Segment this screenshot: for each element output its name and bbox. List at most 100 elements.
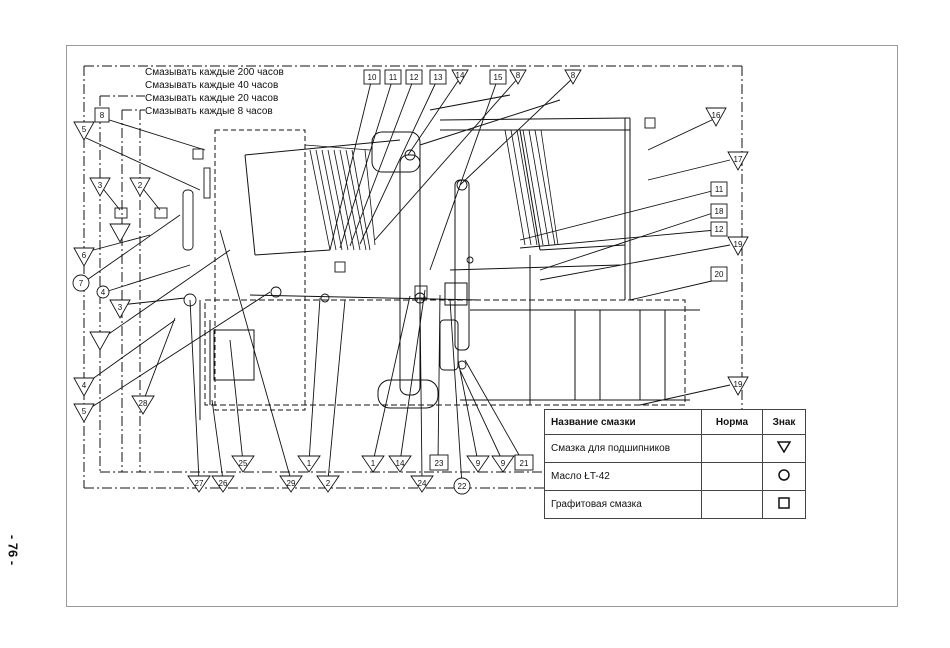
- callout-box: [710, 266, 728, 282]
- callout-label: 24: [418, 479, 427, 488]
- callout-label: 5: [82, 407, 87, 416]
- header-norm: Норма: [701, 409, 763, 435]
- callout-triangle: [73, 403, 95, 423]
- callout-triangle: [466, 455, 490, 473]
- table-row: Графитовая смазка: [544, 490, 806, 519]
- callout-triangle: [129, 177, 151, 197]
- callout-labels: 8 5 3 2 6 7 4 3 4 5 28 10 11 12 13 14 15…: [79, 71, 743, 491]
- callout-triangle: [316, 475, 340, 493]
- callout-label: 19: [734, 240, 743, 249]
- callout-label: 9: [476, 459, 481, 468]
- lubricant-norm: [701, 434, 763, 463]
- callout-triangle: [727, 376, 749, 396]
- interval-200h-label: Смазывать каждые 200 часов: [145, 67, 284, 78]
- sign-cell: [762, 490, 806, 519]
- interval-8h-label: Смазывать каждые 8 часов: [145, 106, 273, 117]
- callouts-left: [72, 107, 155, 423]
- callout-label: 11: [389, 73, 398, 82]
- callout-label: 9: [501, 459, 506, 468]
- lubricant-name: Графитовая смазка: [544, 490, 702, 519]
- callout-label: 21: [520, 459, 529, 468]
- callout-label: 14: [456, 71, 465, 80]
- callout-label: 18: [715, 207, 724, 216]
- callout-label: 16: [712, 111, 721, 120]
- callout-label: 13: [434, 73, 443, 82]
- callout-label: 17: [734, 155, 743, 164]
- circle-icon: [778, 469, 790, 481]
- lubricant-legend-table: Название смазки Норма Знак Смазка для по…: [544, 409, 806, 519]
- callout-triangle: [211, 475, 235, 493]
- callout-triangle: [89, 177, 111, 197]
- lubricant-norm: [701, 462, 763, 491]
- callout-circle: [453, 477, 471, 495]
- callout-label: 12: [410, 73, 419, 82]
- callout-label: 6: [82, 251, 87, 260]
- callout-box: [429, 69, 447, 85]
- callout-label: 28: [139, 399, 148, 408]
- square-icon: [778, 497, 790, 509]
- callout-label: 4: [82, 381, 87, 390]
- callout-label: 29: [287, 479, 296, 488]
- callout-label: 3: [118, 303, 123, 312]
- sign-cell: [762, 434, 806, 463]
- callout-label: 27: [195, 479, 204, 488]
- callout-triangle: [109, 299, 131, 319]
- callout-triangle: [388, 455, 412, 473]
- callout-triangle: [361, 455, 385, 473]
- callout-triangle: [73, 121, 95, 141]
- callout-triangle: [231, 455, 255, 473]
- callouts-right: [705, 107, 749, 396]
- callout-label: 15: [494, 73, 503, 82]
- callout-label: 8: [100, 111, 105, 120]
- callout-label: 14: [396, 459, 405, 468]
- callout-label: 4: [101, 288, 106, 297]
- callout-triangle: [109, 223, 131, 243]
- callout-triangle: [410, 475, 434, 493]
- callout-triangle: [509, 69, 527, 85]
- callout-label: 25: [239, 459, 248, 468]
- interval-40h-label: Смазывать каждые 40 часов: [145, 80, 279, 91]
- callout-triangle: [451, 69, 469, 85]
- callout-triangle: [131, 395, 155, 415]
- callout-label: 2: [138, 181, 143, 190]
- callout-circle: [72, 274, 90, 292]
- callout-triangle: [564, 69, 582, 85]
- callout-label: 8: [571, 71, 576, 80]
- callout-label: 2: [326, 479, 331, 488]
- callout-label: 19: [734, 380, 743, 389]
- callout-box: [405, 69, 423, 85]
- lubricant-norm: [701, 490, 763, 519]
- callout-label: 23: [435, 459, 444, 468]
- callout-box: [384, 69, 402, 85]
- callout-triangle: [297, 455, 321, 473]
- callout-box: [489, 69, 507, 85]
- lubricant-name: Смазка для подшипников: [544, 434, 702, 463]
- lubricant-name: Масло ŁT-42: [544, 462, 702, 491]
- triangle-icon: [776, 441, 792, 454]
- callout-circle: [96, 285, 110, 299]
- callout-triangle: [727, 151, 749, 171]
- callout-label: 20: [715, 270, 724, 279]
- header-sign: Знак: [762, 409, 806, 435]
- callout-triangle: [705, 107, 727, 127]
- callouts-bottom: [187, 454, 534, 495]
- callout-label: 1: [371, 459, 376, 468]
- table-header-row: Название смазки Норма Знак: [544, 409, 806, 435]
- callout-box: [363, 69, 381, 85]
- callout-box: [710, 181, 728, 197]
- table-row: Смазка для подшипников: [544, 434, 806, 463]
- callout-label: 8: [516, 71, 521, 80]
- callouts-top: [363, 69, 582, 85]
- machine-frame: [199, 94, 700, 420]
- header-lubricant-name: Название смазки: [544, 409, 702, 435]
- leader-lines: [83, 77, 731, 486]
- sign-cell: [762, 462, 806, 491]
- callout-triangle: [89, 331, 111, 351]
- radiator-left: [304, 144, 376, 251]
- callout-label: 3: [98, 181, 103, 190]
- callout-box: [710, 221, 728, 237]
- callout-box: [429, 454, 449, 471]
- callout-box: [94, 107, 110, 123]
- grease-points: [114, 117, 656, 370]
